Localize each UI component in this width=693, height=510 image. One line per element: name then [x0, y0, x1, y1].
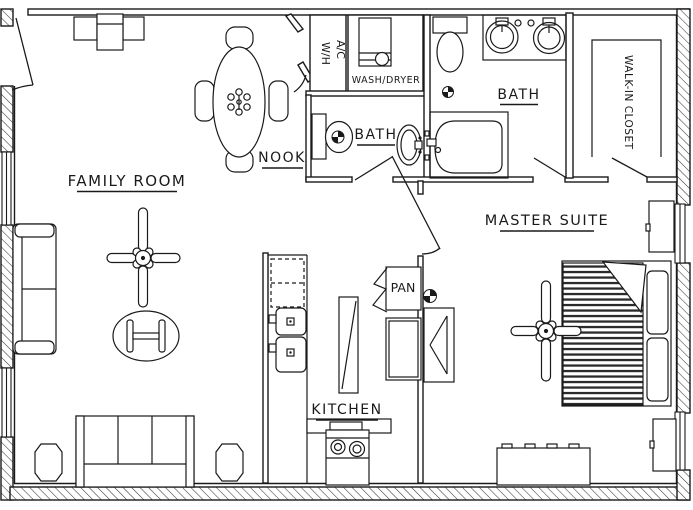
label-bath-master: BATH: [497, 87, 540, 103]
wall-bath-hall-bottom: [305, 176, 353, 183]
sofa: [75, 415, 195, 488]
loveseat: [12, 223, 57, 355]
nightstand-lower: [652, 418, 677, 472]
burner-icon: [330, 439, 346, 455]
pillow: [646, 270, 669, 335]
ceiling-fan-master: [510, 280, 582, 382]
vanity-sink-right: [532, 21, 566, 55]
exterior-walls: [0, 8, 691, 501]
label-walk-in-closet: WALK-IN CLOSET: [622, 55, 634, 150]
label-wh: W/H: [319, 42, 332, 65]
label-master-suite: MASTER SUITE: [485, 213, 609, 229]
hall-bath: [311, 113, 423, 166]
washer-dryer-unit: [358, 17, 392, 67]
tv-cabinet-left: [73, 16, 98, 41]
pillow: [646, 337, 669, 402]
washer-door-icon: [374, 51, 390, 67]
wall-right-3: [676, 469, 691, 501]
wall-bath-closet-divider: [565, 12, 574, 179]
wall-right-2: [676, 262, 691, 414]
doors: [11, 17, 648, 255]
wall-master-top-2: [564, 176, 609, 183]
burner-icon: [348, 440, 366, 458]
label-ac: A/C: [334, 40, 347, 59]
entry-door-swing: [11, 84, 34, 91]
faucet-icon: [542, 17, 556, 26]
label-pantry: PAN: [391, 280, 416, 295]
built-in-cabinet: [423, 307, 455, 383]
wall-right-1: [676, 8, 691, 206]
wall-hall-stub: [417, 180, 424, 195]
toilet-tank: [432, 16, 468, 34]
wall-top: [27, 8, 690, 16]
sink-faucet-icon: [414, 140, 423, 150]
table-centerpiece: [227, 88, 251, 116]
pantry-bifold-door: [372, 267, 388, 313]
sink-drain: [286, 348, 295, 357]
coffee-table: [112, 310, 180, 362]
wall-stub-topleft: [0, 8, 14, 27]
upper-cabinets: [270, 258, 305, 308]
room-labels: FAMILY ROOM NOOK A/C W/H WASH/DRYER BATH…: [68, 40, 634, 421]
master-suite-furniture: [496, 200, 677, 486]
wall-left-2: [0, 224, 14, 369]
nook-door-swing: [293, 74, 307, 93]
wall-bath-hall-left: [305, 94, 312, 182]
master-bath: [424, 14, 567, 179]
bathtub-basin: [434, 120, 503, 174]
bed-sheet-fold: [601, 261, 647, 314]
hall-door-leaf: [391, 155, 441, 250]
tub-faucet-icon: [426, 138, 437, 147]
toilet-bowl: [436, 31, 464, 73]
kitchen: [268, 254, 455, 486]
wall-angled-upper: [284, 13, 305, 33]
bath-hall-door-leaf: [354, 156, 393, 181]
end-table-left: [34, 443, 63, 482]
kitchen-faucet-icon: [268, 343, 277, 353]
label-family-room: FAMILY ROOM: [68, 172, 187, 190]
label-nook: NOOK: [258, 150, 306, 166]
hall-door-swing: [421, 247, 441, 255]
ac-closet-walls: [309, 14, 347, 94]
interior-walls: [262, 12, 678, 484]
walk-in-closet: [591, 39, 662, 157]
vanity-sink-left: [485, 20, 519, 54]
family-room-furniture: [12, 13, 244, 488]
island-counter-line: [341, 300, 357, 390]
wall-master-top-3: [646, 176, 678, 183]
vanity-counter: [482, 14, 567, 61]
wall-left-1: [0, 85, 14, 153]
wall-bottom: [9, 486, 690, 501]
label-wash-dryer: WASH/DRYER: [352, 75, 420, 86]
toilet-tank: [311, 113, 327, 160]
dining-chair-left: [194, 80, 215, 122]
dining-chair-top: [225, 26, 254, 50]
closet-door-leaf: [611, 157, 648, 178]
wall-bath-hall-top: [305, 90, 429, 97]
master-bath-door-leaf: [533, 157, 566, 178]
label-kitchen: KITCHEN: [311, 402, 382, 418]
dining-chair-right: [268, 80, 289, 122]
tv-cabinet-center: [96, 13, 124, 51]
drain-symbols: [331, 86, 454, 303]
wall-master-top-1: [392, 176, 534, 183]
washer-icon: [358, 17, 392, 67]
entry-door-leaf: [15, 17, 34, 86]
closet-shelving: [591, 39, 662, 157]
dresser: [496, 443, 591, 486]
ceiling-fan-family: [106, 207, 181, 308]
end-table-right: [215, 443, 244, 482]
kitchen-sink-2: [275, 336, 307, 373]
nook-dining-set: [194, 26, 289, 173]
label-bath-hall: BATH: [354, 127, 397, 143]
tv-cabinet-right: [122, 16, 145, 41]
refrigerator: [385, 317, 422, 381]
windows: [1, 151, 686, 471]
kitchen-faucet-icon: [268, 314, 277, 324]
sink-drain: [286, 317, 295, 326]
nightstand-upper: [648, 200, 675, 253]
wall-kitchen-left: [262, 252, 269, 484]
